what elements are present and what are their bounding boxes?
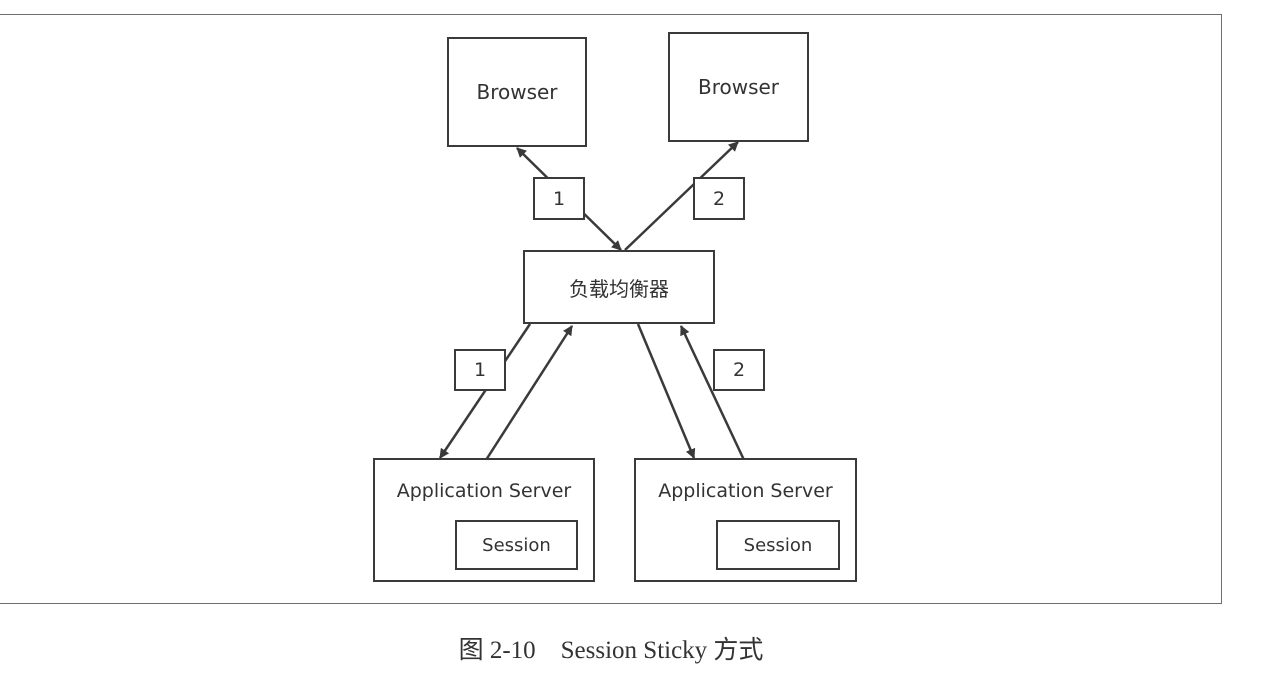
arrow-lb-browser2 [624, 141, 739, 251]
arrow-lb-server1 [438, 323, 532, 459]
figure-caption: 图 2-10 Session Sticky 方式 [458, 637, 764, 664]
session-box-left: Session [455, 520, 578, 570]
label-box-top-left: 1 [533, 177, 585, 220]
load-balancer: 负载均衡器 [523, 250, 715, 324]
browser-left: Browser [447, 37, 587, 147]
label-box-top-right: 2 [693, 177, 745, 220]
browser-right: Browser [668, 32, 809, 142]
diagram-frame [0, 14, 1222, 604]
arrow-server2-lb [679, 325, 746, 461]
application-server-left: Application Server Session [373, 458, 595, 582]
application-server-right-title: Application Server [658, 480, 833, 502]
browser-left-label: Browser [476, 80, 558, 104]
browser-right-label: Browser [697, 75, 780, 99]
label-box-bottom-left: 1 [454, 349, 506, 391]
session-box-right: Session [716, 520, 840, 570]
arrow-server1-lb [484, 325, 574, 461]
application-server-left-title: Application Server [396, 480, 572, 502]
label-box-bottom-right: 2 [713, 349, 765, 391]
arrow-lb-server2 [636, 323, 696, 459]
application-server-right: Application Server Session [634, 458, 857, 582]
load-balancer-label: 负载均衡器 [569, 276, 669, 301]
